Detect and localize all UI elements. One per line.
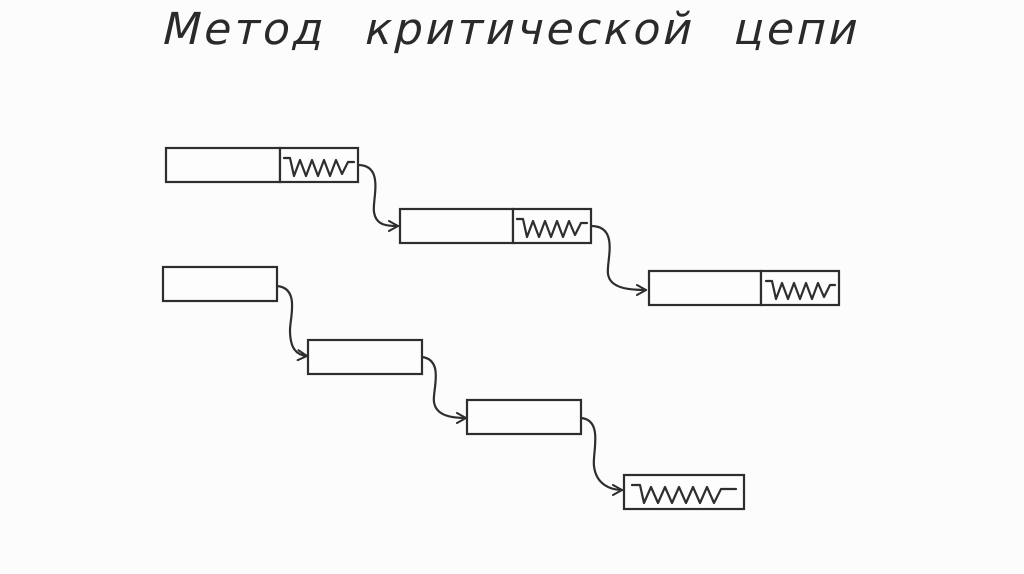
dependency-arrow bbox=[275, 284, 309, 362]
buffer-zigzag bbox=[630, 483, 738, 505]
upper-chain bbox=[164, 146, 841, 307]
buffer-zigzag bbox=[282, 156, 356, 178]
project-buffer bbox=[622, 473, 746, 511]
buffer-zigzag bbox=[515, 217, 589, 239]
task-block bbox=[465, 398, 583, 436]
lower-chain bbox=[161, 265, 746, 511]
dependency-arrow bbox=[420, 355, 468, 424]
task-block bbox=[647, 269, 841, 307]
dependency-arrow bbox=[356, 163, 400, 232]
task-block bbox=[306, 338, 424, 376]
dependency-arrow bbox=[579, 416, 624, 496]
dependency-arrow bbox=[589, 224, 648, 296]
task-block bbox=[161, 265, 279, 303]
task-block bbox=[398, 207, 593, 245]
buffer-zigzag bbox=[764, 279, 837, 301]
task-block bbox=[164, 146, 360, 184]
